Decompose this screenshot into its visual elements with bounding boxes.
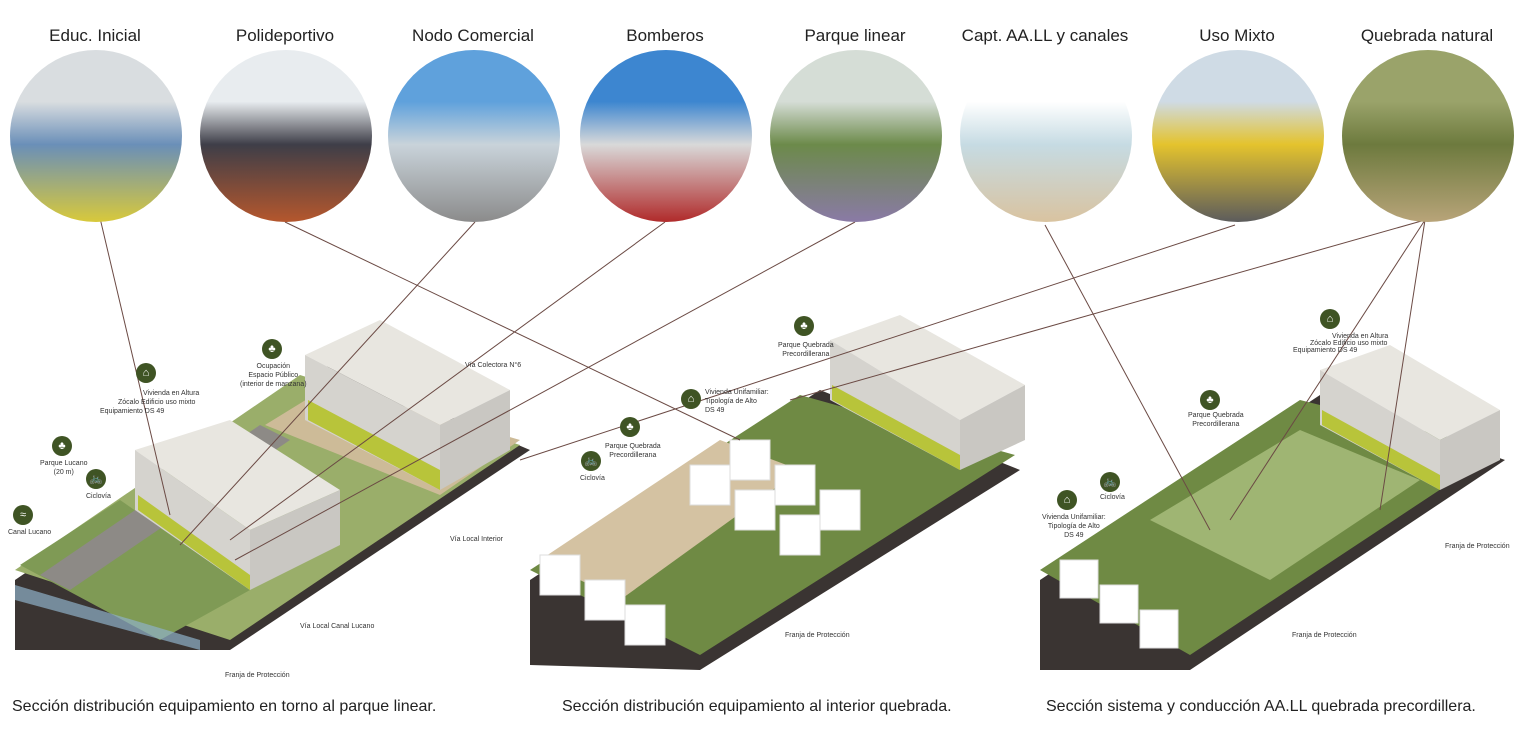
circle-title: Uso Mixto xyxy=(1199,26,1275,45)
label-parque-lucano: Parque Lucano(20 m) xyxy=(40,460,88,476)
label-franja-2: Franja de Protección xyxy=(785,632,850,639)
label-via-local-interior: Vía Local Interior xyxy=(450,536,503,543)
house-icon: ⌂ xyxy=(681,389,701,409)
circle-title: Quebrada natural xyxy=(1360,26,1494,45)
bicycle-icon: 🚲 xyxy=(86,469,106,489)
bicycle-icon: 🚲 xyxy=(1100,472,1120,492)
connector-lines xyxy=(99,217,1426,561)
photo-circle xyxy=(388,50,560,222)
house-icon: ⌂ xyxy=(1057,490,1077,510)
photo-circle xyxy=(960,50,1132,222)
section-3-block xyxy=(1040,345,1505,670)
label-ciclovia-1: Ciclovía xyxy=(86,493,111,500)
label-via-local-canal: Vía Local Canal Lucano xyxy=(300,623,375,630)
photo-circle xyxy=(1152,50,1324,222)
park-icon: ♣ xyxy=(52,436,72,456)
park-icon: ♣ xyxy=(1200,390,1220,410)
label-via-colectora: Vía Colectora N°6 xyxy=(465,362,522,369)
photo-circle xyxy=(580,50,752,222)
label-franja-3b: Franja de Protección xyxy=(1292,632,1357,639)
label-zocalo-1: Zócalo Edificio uso mixto xyxy=(118,399,196,406)
photo-circle xyxy=(770,50,942,222)
label-vivienda-altura-3: Vivienda en Altura xyxy=(1332,333,1389,340)
caption-section-3: Sección sistema y conducción AA.LL quebr… xyxy=(1046,698,1476,715)
circle-title: Polideportivo xyxy=(235,26,335,45)
label-equipamiento-1: Equipamiento DS 49 xyxy=(100,408,165,415)
label-canal-lucano: Canal Lucano xyxy=(8,529,52,536)
circle-title: Parque linear xyxy=(804,26,906,45)
label-ciclovia-2: Ciclovía xyxy=(580,475,605,482)
house-icon: ⌂ xyxy=(136,363,156,383)
section-2-block xyxy=(530,315,1025,670)
canal-icon: ≈ xyxy=(13,505,33,525)
label-ciclovia-3: Ciclovía xyxy=(1100,494,1125,501)
circle-title: Bomberos xyxy=(626,26,704,45)
label-equipamiento-3: Equipamiento DS 49 xyxy=(1293,347,1358,354)
caption-section-2: Sección distribución equipamiento al int… xyxy=(562,698,952,715)
label-franja-3a: Franja de Protección xyxy=(1445,543,1510,550)
circle-title: Nodo Comercial xyxy=(412,26,534,45)
caption-section-1: Sección distribución equipamiento en tor… xyxy=(12,698,437,715)
circle-title: Capt. AA.LL y canales xyxy=(961,26,1129,45)
park-icon: ♣ xyxy=(262,339,282,359)
bicycle-icon: 🚲 xyxy=(581,451,601,471)
section-1-block xyxy=(15,320,530,650)
house-icon: ⌂ xyxy=(1320,309,1340,329)
label-vivienda-altura-1: Vivienda en Altura xyxy=(143,390,200,397)
park-icon: ♣ xyxy=(794,316,814,336)
photo-circle xyxy=(1342,50,1514,222)
label-franja-1: Franja de Protección xyxy=(225,672,290,679)
label-zocalo-3: Zócalo Edificio uso mixto xyxy=(1310,340,1388,347)
circle-title: Educ. Inicial xyxy=(49,26,141,45)
photo-circle xyxy=(200,50,372,222)
park-icon: ♣ xyxy=(620,417,640,437)
photo-circle xyxy=(10,50,182,222)
